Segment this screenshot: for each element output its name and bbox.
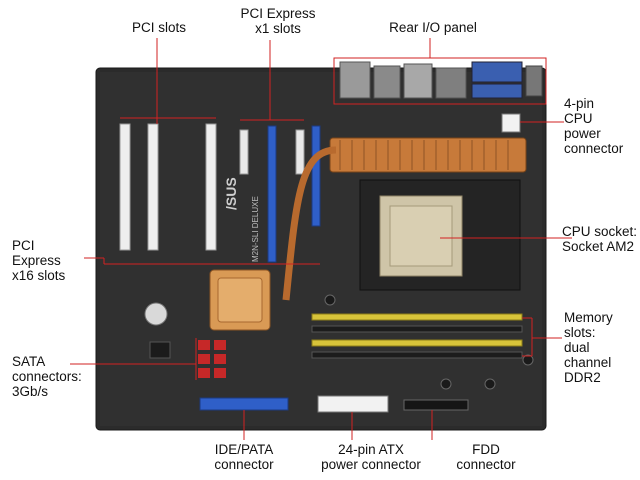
label-pcie-x16-slots: PCI Express x16 slots (12, 238, 66, 283)
pci-slots (119, 123, 217, 251)
label-rear-io-panel: Rear I/O panel (389, 20, 477, 35)
board-model-text: M2N-SLI DELUXE (251, 196, 260, 262)
label-sata-connectors: SATA connectors: 3Gb/s (12, 354, 82, 399)
label-pci-slots: PCI slots (131, 20, 186, 35)
atx-power-connector (317, 395, 389, 413)
heatpipe-cooler (209, 137, 527, 331)
cpu-socket (359, 179, 521, 291)
memory-slots (311, 313, 523, 359)
board-brand-text: /SUS (223, 177, 239, 210)
label-atx-power-connector: 24-pin ATX power connector (321, 442, 421, 472)
ide-pata-connector (199, 397, 289, 411)
label-pcie-x1-slots: PCI Express x1 slots (240, 6, 316, 36)
label-cpu-power-connector: 4-pin CPU power connector (564, 96, 624, 156)
board-components (144, 294, 534, 390)
label-cpu-socket: CPU socket: Socket AM2 (562, 224, 638, 254)
label-ide-pata-connector: IDE/PATA connector (214, 442, 274, 472)
pcie-x1-slots (239, 129, 305, 175)
label-memory-slots: Memory slots: dual channel DDR2 (564, 310, 613, 385)
label-fdd-connector: FDD connector (456, 442, 516, 472)
pcie-x16-slots (267, 125, 321, 263)
cpu-power-connector (501, 113, 521, 133)
callout-lines (70, 38, 572, 440)
rear-io-ports (339, 61, 543, 99)
fdd-connector (403, 399, 469, 411)
sata-connectors (198, 340, 226, 378)
